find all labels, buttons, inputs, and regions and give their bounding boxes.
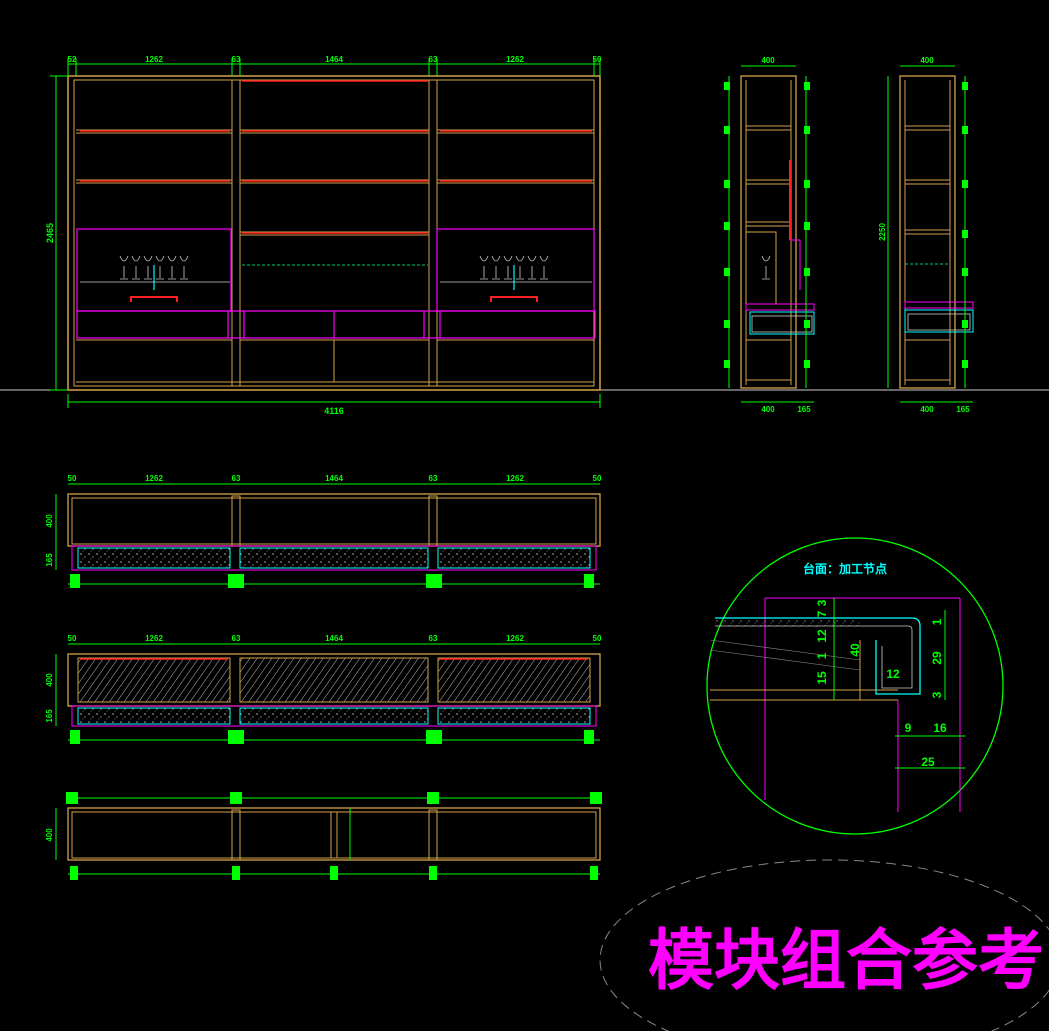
dim-label: 50: [593, 55, 602, 64]
dim-label: 165: [45, 553, 54, 567]
dim-label: 25: [921, 755, 935, 769]
dim-label: 400: [920, 405, 934, 414]
dim-label: 50: [68, 634, 77, 643]
dim-label: 165: [956, 405, 970, 414]
dim-label: 1262: [506, 55, 524, 64]
dim-label: 165: [797, 405, 811, 414]
dim-label: 7: [815, 610, 829, 617]
dim-label: 63: [232, 474, 241, 483]
detail-title: 台面：加工节点: [803, 561, 887, 576]
dim-label: 400: [761, 405, 775, 414]
height-dimension-line: [50, 75, 68, 391]
dim-label: 12: [886, 667, 900, 681]
dim-label: 1464: [325, 55, 343, 64]
wine-glasses-right: [479, 255, 549, 280]
wine-glasses-left: [119, 255, 189, 280]
dim-label: 1262: [506, 474, 524, 483]
dim-label: 63: [429, 634, 438, 643]
dim-label: 1262: [145, 55, 163, 64]
dim-label: 29: [930, 651, 944, 665]
dim-label: 16: [933, 721, 947, 735]
dim-label: 1464: [325, 634, 343, 643]
dim-label: 1262: [145, 634, 163, 643]
dim-label: 63: [232, 634, 241, 643]
dim-label: 3: [930, 691, 944, 698]
dim-label: 400: [45, 514, 54, 528]
total-width-line: [67, 394, 601, 408]
dim-label: 15: [815, 671, 829, 685]
front-elevation: 52 1262 63 1464 63 1262 50 2465 4116: [0, 55, 1049, 416]
dim-label: 12: [815, 629, 829, 643]
dim-label: 400: [920, 56, 934, 65]
plan-view-3: 400: [45, 792, 602, 880]
dim-label: 52: [68, 55, 77, 64]
divider-post: [428, 79, 438, 387]
detail-circle: 台面：加工节点 3 7 12 1 15 40 12 29 3: [706, 537, 1004, 835]
dim-label: 50: [68, 474, 77, 483]
dim-label: 400: [45, 828, 54, 842]
total-width-label: 4116: [324, 406, 344, 416]
dim-label: 1464: [325, 474, 343, 483]
stamp-text: 模块组合参考: [648, 922, 1044, 999]
shelf-accents: [80, 80, 592, 234]
side-view-2: 400 2250 400 165: [878, 56, 974, 414]
top-dimension-line: [67, 58, 601, 76]
dim-label: 63: [232, 55, 241, 64]
plan-view-2: 50 1262 63 1464 63 1262 50 400 165: [45, 634, 602, 744]
dim-label: 50: [593, 634, 602, 643]
cabinet-outline: [67, 75, 601, 391]
dim-label: 400: [45, 673, 54, 687]
dim-label: 1262: [145, 474, 163, 483]
dim-label: 2250: [878, 223, 887, 241]
dim-label: 3: [815, 599, 829, 606]
dim-label: 400: [761, 56, 775, 65]
dim-label: 63: [429, 474, 438, 483]
shelves: [76, 129, 594, 383]
display-cases: [76, 228, 596, 339]
divider-post: [231, 79, 241, 387]
dim-label: 1262: [506, 634, 524, 643]
handle: [130, 296, 178, 302]
side-view-1: 400 400 165: [724, 56, 815, 414]
dim-label: 165: [45, 709, 54, 723]
handle: [490, 296, 538, 302]
plan-view-1: 50 1262 63 1464 63 1262 50 400 165: [45, 474, 602, 588]
dim-label: 63: [429, 55, 438, 64]
dim-label: 1: [815, 652, 829, 659]
dim-label: 1: [930, 618, 944, 625]
dim-label: 9: [905, 721, 912, 735]
dim-label: 50: [593, 474, 602, 483]
stamp-ellipse: [599, 859, 1049, 1031]
dim-label: 40: [848, 643, 862, 657]
height-label: 2465: [45, 223, 55, 243]
